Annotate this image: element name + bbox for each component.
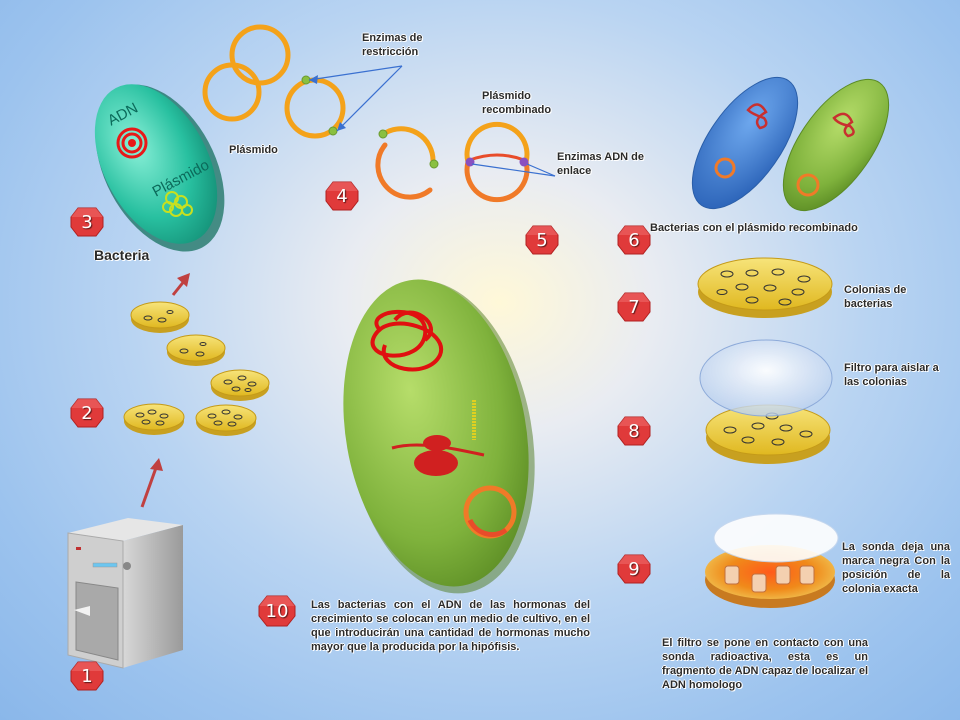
label-bacteria: Bacteria [94, 247, 150, 263]
probe-dish [705, 513, 839, 608]
step-badge-7: 7 [617, 292, 651, 322]
blue-bacteria-cell [691, 76, 799, 210]
petri-dishes [123, 301, 270, 436]
plasmid-rings [202, 24, 346, 139]
step-badge-5: 5 [525, 225, 559, 255]
step-badge-1: 1 [70, 661, 104, 691]
colony-dish [697, 257, 833, 318]
restriction-pointer-lines [308, 65, 403, 132]
step-badge-4: 4 [325, 181, 359, 211]
step-badge-6: 6 [617, 225, 651, 255]
label-filtro: Filtro para aislar a las colonias [844, 362, 939, 388]
label-bacterias-hormonas: Las bacterias con el ADN de las hormonas… [311, 599, 590, 653]
bacteria-cell [94, 84, 225, 252]
incubator-icon [67, 518, 183, 669]
green-bacteria-cell [782, 78, 890, 212]
recombined-plasmid [464, 121, 530, 203]
label-sonda-marca: La sonda deja una marca negra Con la pos… [842, 541, 950, 595]
step-badge-10: 10 [258, 595, 296, 627]
plasmid-rings-icon [162, 191, 193, 217]
step-badge-8: 8 [617, 416, 651, 446]
label-enzimas-restriccion: Enzimas de restricción [362, 32, 423, 58]
label-filtro-contacto: El filtro se pone en contacto con una so… [662, 637, 868, 691]
dna-tangle-icon [370, 309, 444, 372]
label-enzimas-adn-enlace: Enzimas ADN de enlace [557, 151, 645, 177]
radioactive-mark-icons [724, 565, 815, 593]
filter-dish [699, 339, 833, 464]
label-bacterias-plasmido: Bacterias con el plásmido recombinado [650, 222, 858, 234]
label-colonias: Colonias de bacterias [844, 284, 907, 310]
step-badge-3: 3 [70, 207, 104, 237]
process-arrows [140, 273, 190, 508]
nucleus-icon [391, 435, 485, 476]
label-plasmido: Plásmido [229, 144, 278, 156]
step-badge-2: 2 [70, 398, 104, 428]
cut-plasmid [375, 126, 439, 200]
large-bacteria-cell [343, 279, 535, 594]
label-plasmido-recombinado: Plásmido recombinado [482, 90, 552, 116]
ligase-pointer-lines [471, 163, 556, 177]
step-badge-9: 9 [617, 554, 651, 584]
dna-coil-icon [116, 127, 148, 159]
